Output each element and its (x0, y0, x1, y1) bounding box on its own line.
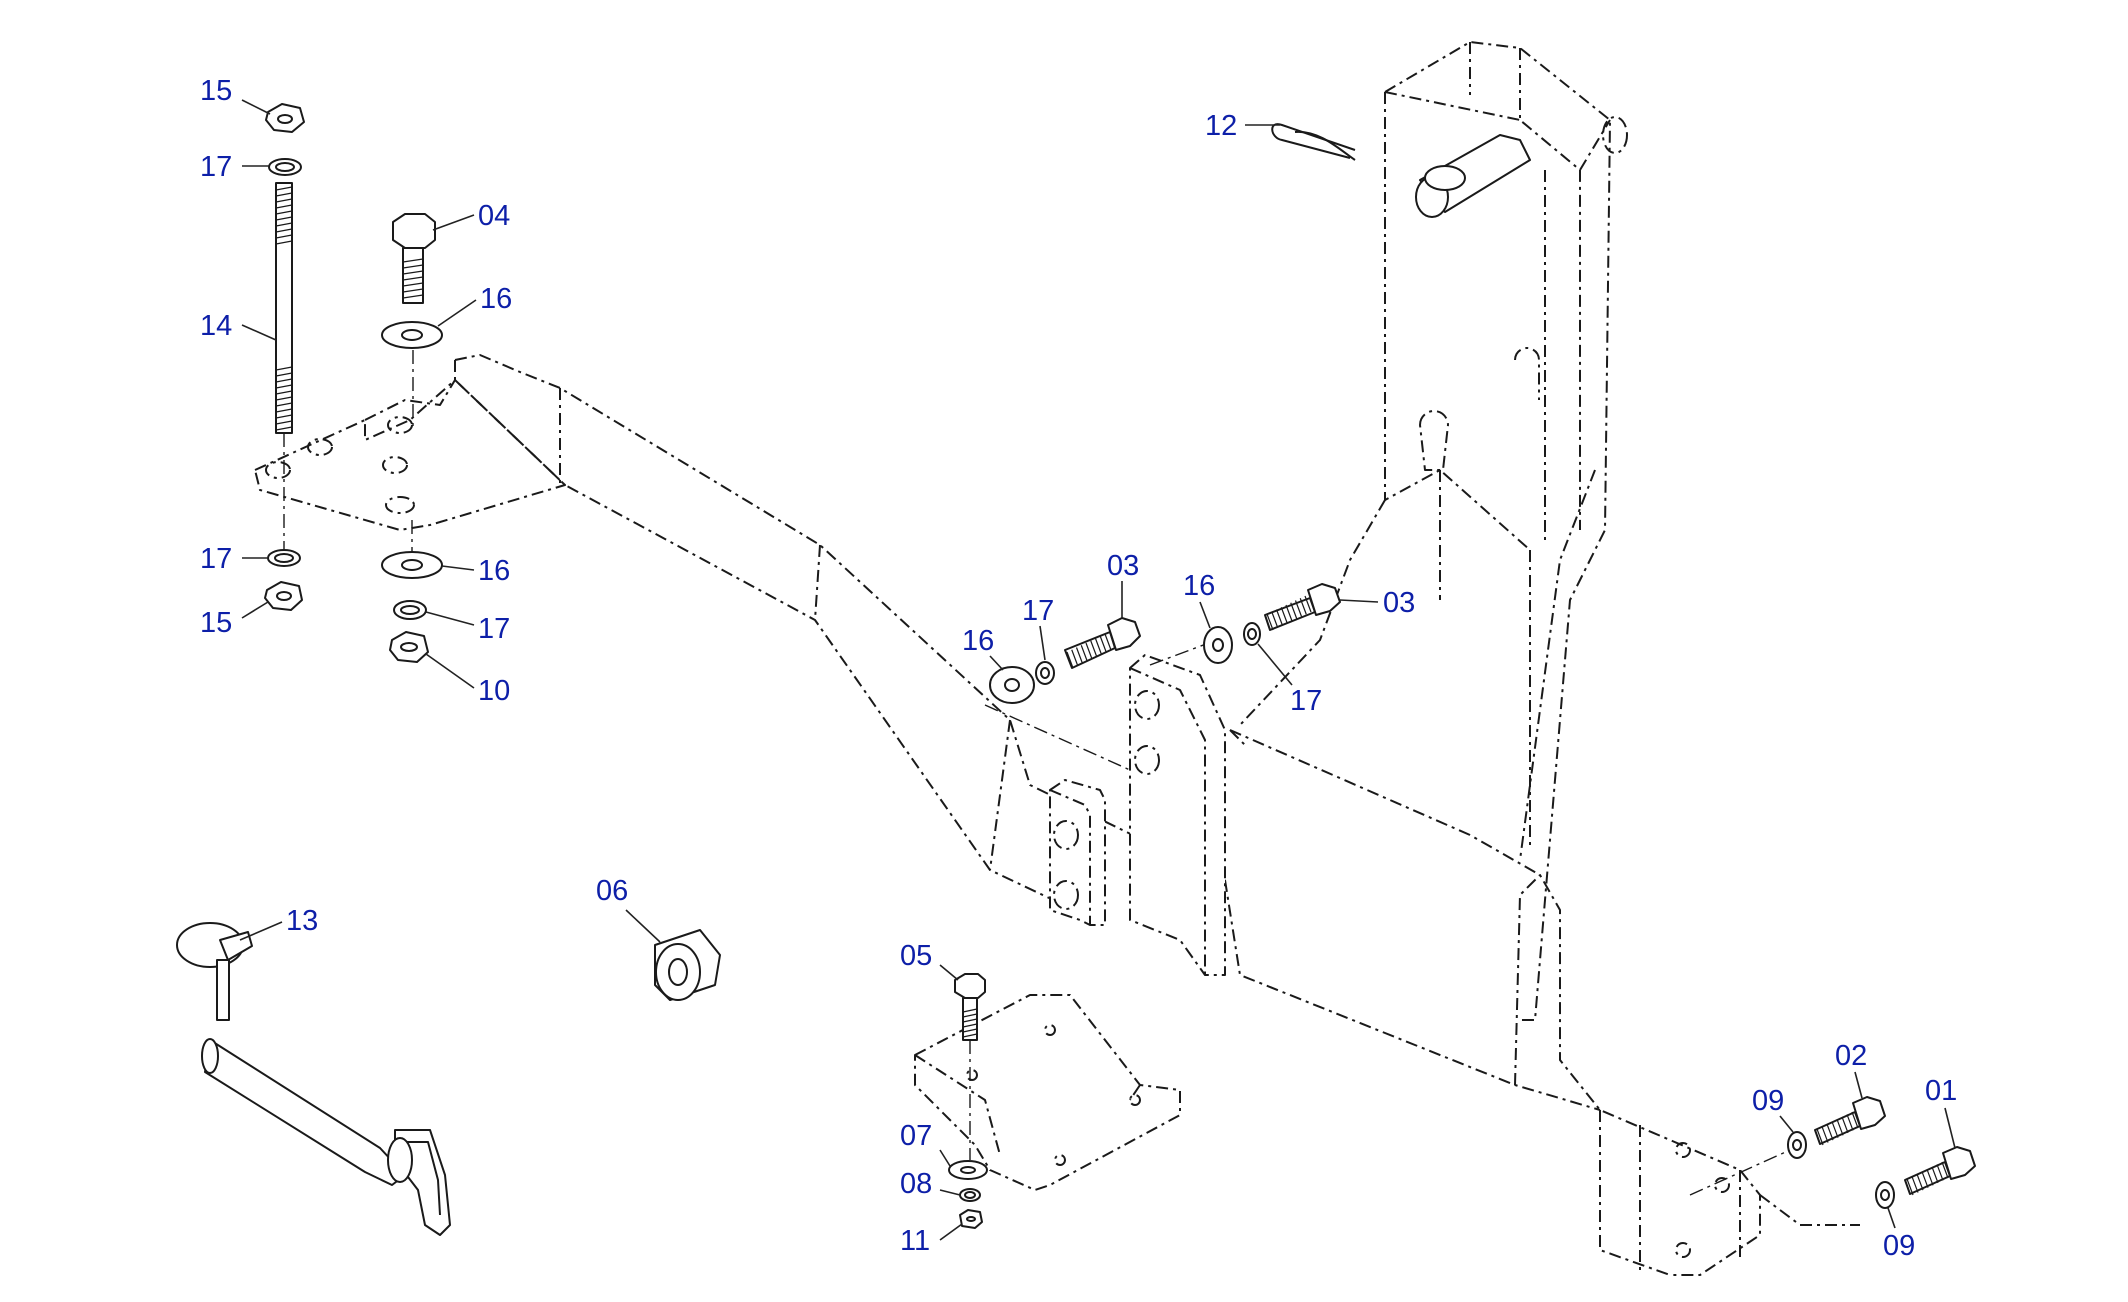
callout-07: 07 (900, 1120, 932, 1152)
callout-03-left: 03 (1107, 550, 1139, 582)
part-07-washer (948, 1160, 988, 1180)
callout-11: 11 (900, 1225, 930, 1257)
main-frame (454, 41, 1761, 1276)
callout-16-mid-left: 16 (962, 625, 994, 657)
upright-pin (1415, 134, 1531, 218)
callout-12: 12 (1205, 110, 1237, 142)
part-17-washer-lower-left (267, 549, 301, 567)
part-16-washer-lower (381, 551, 443, 579)
callout-14: 14 (200, 310, 232, 342)
callout-01: 01 (1925, 1075, 1957, 1107)
part-12-r-clip (1271, 123, 1356, 161)
callout-04: 04 (478, 200, 510, 232)
part-17-washer-top (268, 158, 302, 176)
callout-16-mid-right: 16 (1183, 570, 1215, 602)
callout-17-top: 17 (200, 151, 232, 183)
part-13-lynch-pin (176, 922, 253, 1021)
top-bracket-plate (254, 379, 566, 531)
hitch-pin (201, 1038, 451, 1236)
part-06-bushing (654, 929, 721, 1001)
callout-17-lower-left: 17 (200, 543, 232, 575)
part-14-threaded-rod (275, 182, 293, 434)
callout-16-lower: 16 (478, 555, 510, 587)
callout-17-lower-mid: 17 (478, 613, 510, 645)
part-11-nut (959, 1209, 983, 1229)
callout-15-top: 15 (200, 75, 232, 107)
part-01-bolt (1904, 1146, 1976, 1196)
part-15-nut-top (265, 103, 305, 133)
callout-17-mid-right: 17 (1290, 685, 1322, 717)
part-04-bolt (392, 213, 436, 304)
part-17-washer-mid-right (1243, 622, 1261, 646)
lower-bracket (914, 994, 1181, 1191)
part-15-nut-lower (264, 581, 303, 611)
callout-06: 06 (596, 875, 628, 907)
part-17-washer-mid-left (1035, 661, 1055, 685)
part-16-washer-mid-right (1203, 626, 1233, 664)
callout-09-upper: 09 (1752, 1085, 1784, 1117)
callout-17-mid-left: 17 (1022, 595, 1054, 627)
callout-13: 13 (286, 905, 318, 937)
part-03-bolt-right (1264, 583, 1341, 631)
callout-02: 02 (1835, 1040, 1867, 1072)
callout-10: 10 (478, 675, 510, 707)
callouts: 15 17 14 04 16 17 15 16 17 10 12 16 (200, 75, 1957, 1262)
callout-09-lower: 09 (1883, 1230, 1915, 1262)
part-05-bolt (954, 973, 986, 1041)
callout-16-upper: 16 (480, 283, 512, 315)
part-02-bolt (1814, 1096, 1886, 1146)
part-10-nut (389, 631, 429, 663)
callout-08: 08 (900, 1168, 932, 1200)
callout-03-right: 03 (1383, 587, 1415, 619)
part-08-washer (959, 1188, 981, 1202)
callout-15-lower: 15 (200, 607, 232, 639)
callout-05: 05 (900, 940, 932, 972)
part-09-washer-lower (1875, 1181, 1895, 1209)
part-16-washer-mid-left (989, 666, 1035, 704)
part-03-bolt-left (1064, 617, 1141, 669)
part-09-washer-upper (1787, 1131, 1807, 1159)
part-17-washer-lower-mid (393, 600, 427, 620)
part-16-washer-upper (381, 321, 443, 349)
